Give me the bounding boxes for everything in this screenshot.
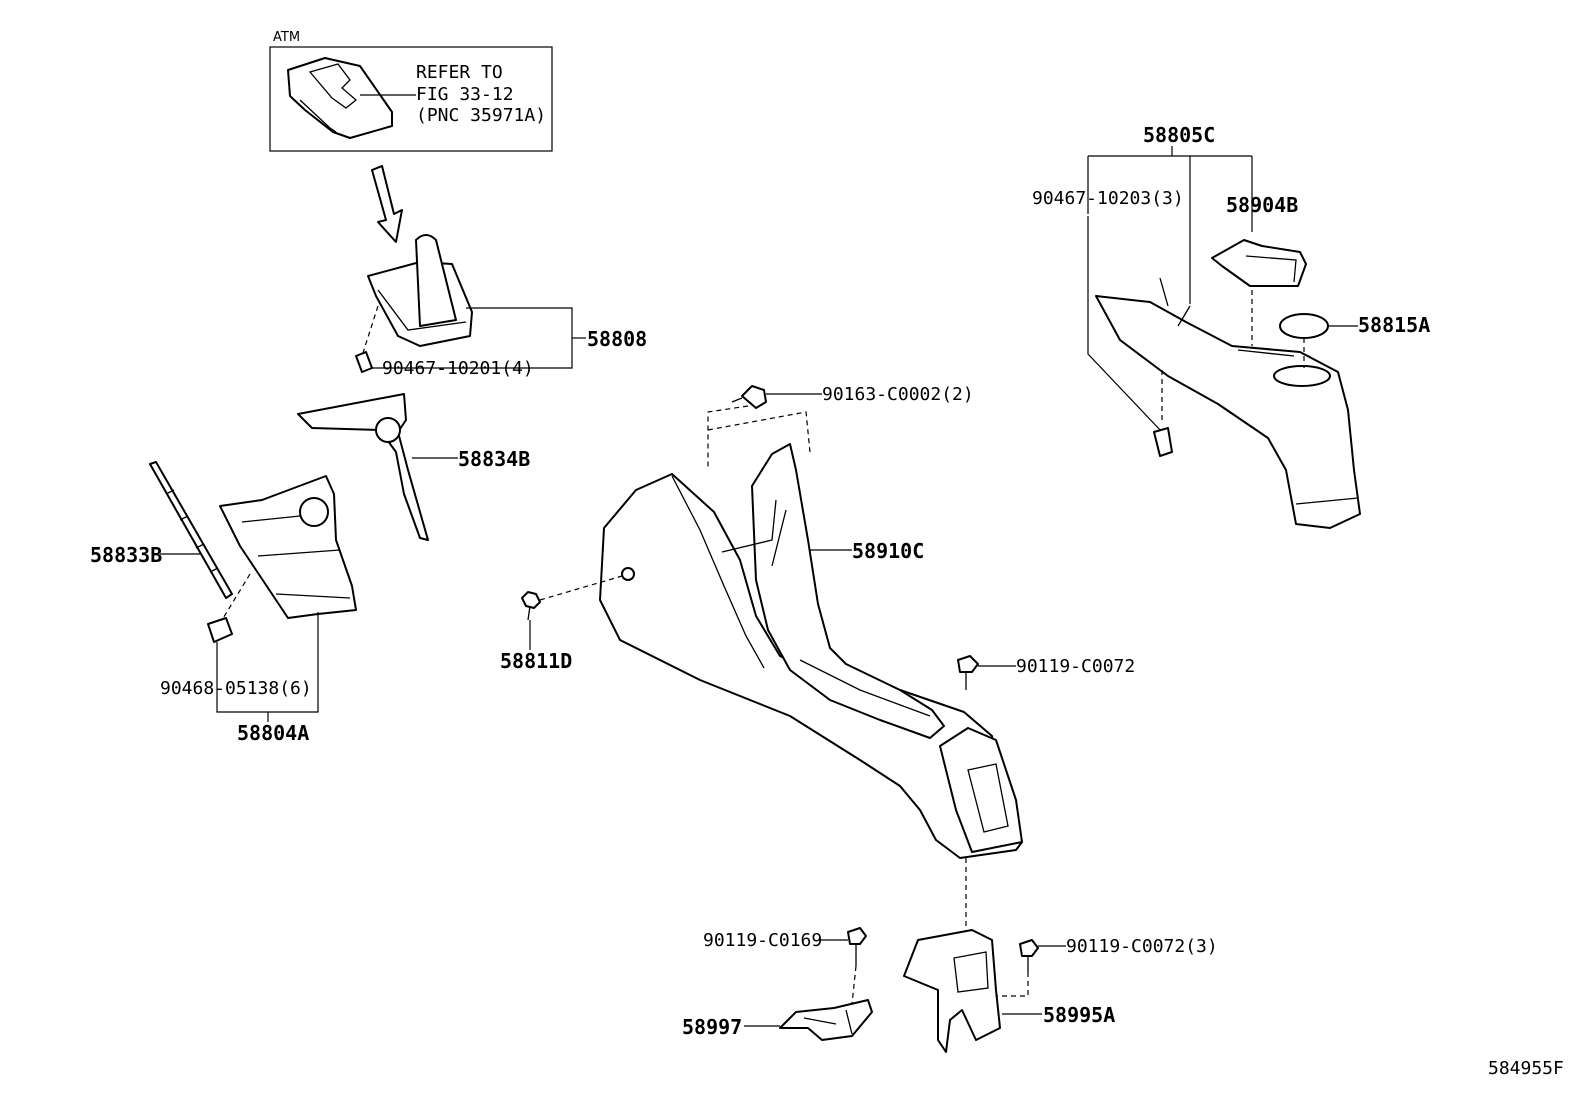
label-58833B: 58833B <box>90 543 162 567</box>
bracket-58997 <box>779 999 873 1041</box>
label-90468-05138: 90468-05138(6) <box>160 678 312 699</box>
label-58904B: 58904B <box>1226 193 1298 217</box>
label-58808: 58808 <box>587 327 647 351</box>
label-90467-10203: 90467-10203(3) <box>1032 188 1184 209</box>
screw-90163-C0002 <box>731 385 767 409</box>
label-58997: 58997 <box>682 1015 742 1039</box>
strip-58833B <box>149 461 233 599</box>
console-58910C <box>599 443 1023 859</box>
atm-inset-frame <box>269 46 553 152</box>
label-90119-C0169: 90119-C0169 <box>703 930 822 951</box>
bolt-90119-C0072 <box>957 655 979 690</box>
shift-boot-58808 <box>367 234 473 347</box>
upper-console-58805C <box>1095 277 1361 529</box>
clip-90467-10203 <box>1153 427 1173 457</box>
clip-90468-05138 <box>207 617 233 643</box>
figure-code: 584955F <box>1488 1058 1564 1079</box>
panel-58804A <box>219 475 357 619</box>
atm-shift-cover-illustration <box>287 57 393 139</box>
atm-note-line1: REFER TO <box>416 62 503 83</box>
label-58811D: 58811D <box>500 649 572 673</box>
refer-arrow <box>371 165 403 243</box>
label-58805C: 58805C <box>1143 123 1215 147</box>
atm-note-line2: FIG 33-12 <box>416 84 514 105</box>
label-58815A: 58815A <box>1358 313 1430 337</box>
clip-90467-10201 <box>355 351 373 373</box>
atm-note-line3: (PNC 35971A) <box>416 105 546 126</box>
label-58834B: 58834B <box>458 447 530 471</box>
bolt-90119-C0169 <box>847 927 867 966</box>
mat-58815A <box>1279 313 1329 339</box>
bolt-90119-C0072-3 <box>1019 939 1039 972</box>
panel-58834B <box>297 393 429 541</box>
bracket-58995A <box>903 929 1001 1053</box>
label-58910C: 58910C <box>852 539 924 563</box>
atm-inset: ATM REFER TO FIG 33-12 (PNC 35971A) <box>269 30 553 152</box>
label-90163-C0002: 90163-C0002(2) <box>822 384 974 405</box>
tray-58904B <box>1211 239 1307 287</box>
label-90119-C0072: 90119-C0072 <box>1016 656 1135 677</box>
label-90119-C0072-3: 90119-C0072(3) <box>1066 936 1218 957</box>
clip-58811D <box>521 591 541 621</box>
label-90467-10201: 90467-10201(4) <box>382 358 534 379</box>
label-58995A: 58995A <box>1043 1003 1115 1027</box>
label-58804A: 58804A <box>237 721 309 745</box>
atm-tag: ATM <box>273 30 300 45</box>
